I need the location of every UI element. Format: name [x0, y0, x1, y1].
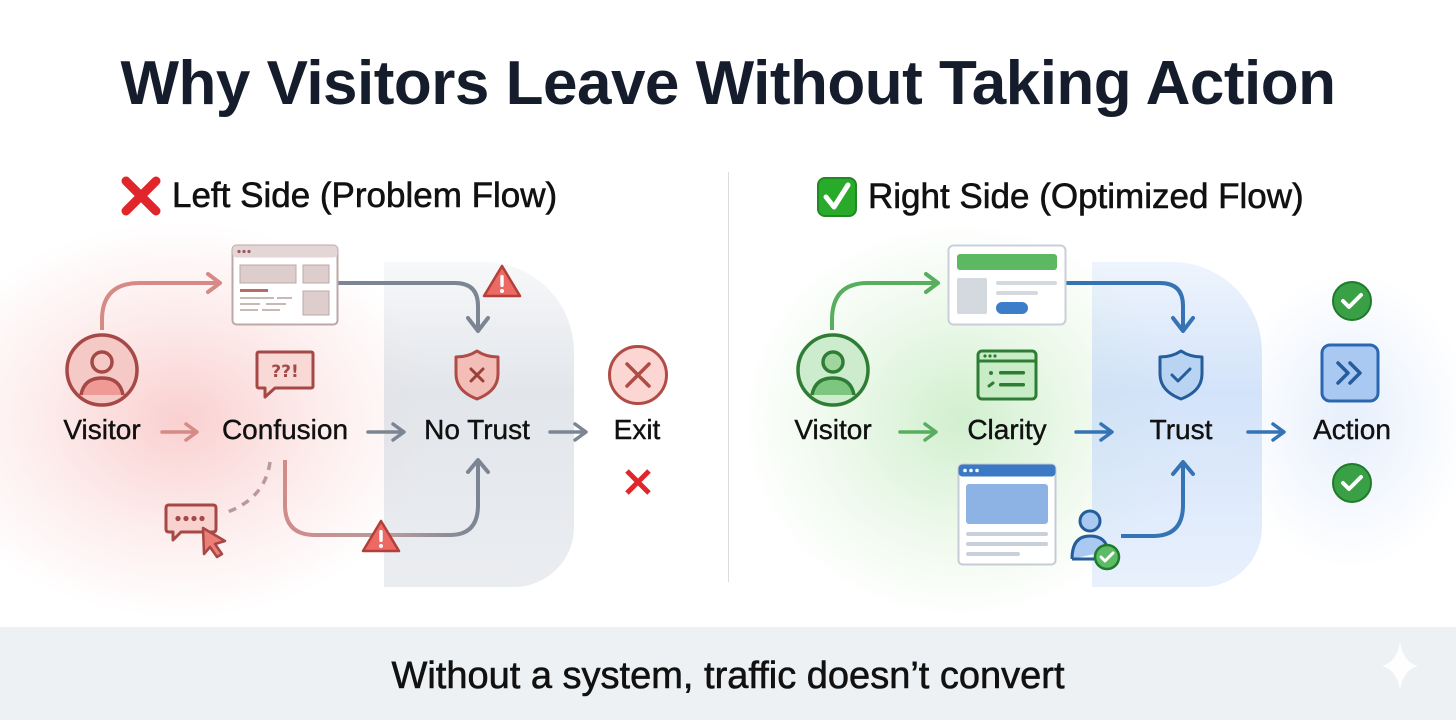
speech-bubble-question-icon: ??!	[255, 350, 315, 399]
green-check-box-icon	[817, 177, 857, 217]
left-heading-label: Left Side (Problem Flow)	[172, 176, 558, 216]
cluttered-webpage-icon	[231, 244, 339, 326]
shield-check-icon	[1158, 349, 1204, 401]
footer-bar	[0, 627, 1456, 720]
chat-cursor-icon	[164, 503, 227, 559]
right-node-action: Action	[1313, 414, 1391, 445]
user-circle-icon	[796, 333, 870, 407]
right-flow-diagram	[830, 272, 1286, 538]
red-x-mark-icon	[625, 469, 651, 495]
right-heading-label: Right Side (Optimized Flow)	[868, 177, 1304, 217]
left-node-exit: Exit	[613, 414, 661, 445]
shield-x-icon	[454, 349, 500, 401]
left-node-confusion: Confusion	[221, 414, 349, 445]
clean-webpage-icon	[947, 244, 1067, 326]
check-circle-icon	[1332, 463, 1372, 503]
content-page-icon	[957, 463, 1057, 566]
check-circle-icon	[1332, 281, 1372, 321]
right-node-trust: Trust	[1149, 414, 1213, 445]
page-title: Why Visitors Leave Without Taking Action	[120, 49, 1336, 118]
user-circle-icon	[65, 333, 139, 407]
verified-user-icon	[1070, 509, 1121, 571]
right-node-visitor: Visitor	[794, 414, 872, 445]
left-section-heading: Left Side (Problem Flow)	[120, 176, 557, 216]
circle-x-icon	[608, 345, 668, 405]
right-section-heading: Right Side (Optimized Flow)	[816, 176, 1304, 218]
browser-list-icon	[976, 349, 1038, 401]
right-blue-glow	[1230, 270, 1456, 570]
double-chevron-button-icon	[1320, 343, 1380, 403]
section-divider	[728, 172, 729, 582]
svg-text:??!: ??!	[271, 362, 298, 382]
sparkle-icon	[1382, 642, 1418, 690]
right-node-clarity: Clarity	[967, 414, 1047, 445]
red-x-icon	[121, 176, 161, 216]
left-node-visitor: Visitor	[63, 414, 141, 445]
left-node-no-trust: No Trust	[424, 414, 530, 445]
footer-caption: Without a system, traffic doesn’t conver…	[391, 655, 1065, 698]
warning-triangle-icon	[361, 519, 401, 553]
warning-triangle-icon	[482, 264, 522, 298]
